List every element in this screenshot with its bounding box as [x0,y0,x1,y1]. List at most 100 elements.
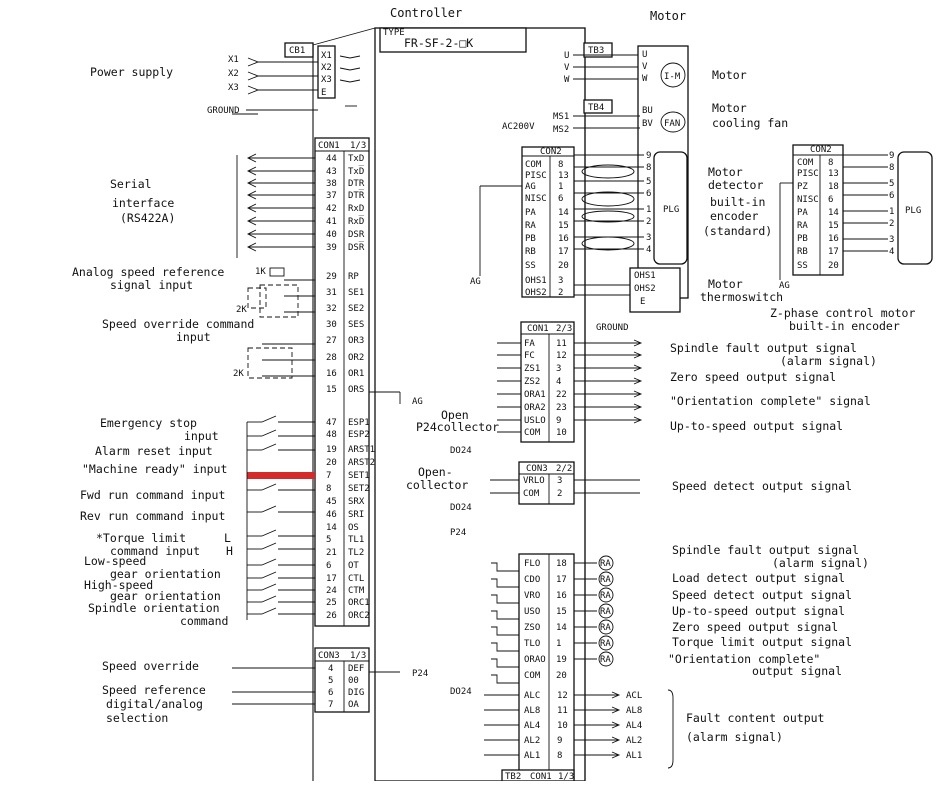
con2r-num: 14 [828,208,839,218]
relay-supply-wire [491,658,519,668]
switch-contact [261,607,277,615]
plg-right-pin: 4 [889,247,894,257]
con2r-num: 8 [828,158,833,168]
relay-supply-wire [491,562,519,572]
relay-sig-4: Up-to-speed output signal [672,604,845,618]
con1-pin-num: 46 [326,510,337,520]
con2-sig: PISC [525,171,547,181]
alarm-arrow [611,736,621,744]
con3-left-num: 7 [328,700,333,710]
power-x1: X1 [228,55,239,65]
con2r-num: 20 [828,261,839,271]
w-label: W [564,75,570,85]
con2r-num: 18 [828,182,839,192]
con1-pin-sig: OT [348,561,359,571]
output-arrow [633,364,643,372]
switch-contact [261,505,277,513]
con1-pin-sig: OR3 [348,336,364,346]
con3-22-sig: COM [523,489,540,499]
alarm-sig: AL1 [524,751,540,761]
con1-pin-sig: TxD [348,154,364,164]
bu-label: BU [642,106,653,116]
tb4-label: TB4 [588,103,604,113]
con1-pin-sig: ARST2 [348,458,375,468]
con2-sig: OHS1 [525,276,547,286]
machine-ready-highlight [247,472,315,479]
motor-detector-labels: Motor detector built-in encoder (standar… [700,165,783,304]
con1-pin-num: 40 [326,230,337,240]
con2r-sig: COM [797,158,814,168]
relay-coil-label: RA [600,607,611,617]
con3-left-sig: DEF [348,664,364,674]
con1-23-sig: FA [524,339,535,349]
switch-contact [261,429,277,437]
con1-pin-num: 20 [326,458,337,468]
relay-coil [598,603,614,619]
c123-sig-4: Up-to-speed output signal [670,419,843,433]
relay-num: 20 [556,671,567,681]
spd-ref-label-3: selection [106,711,168,725]
switch-contact [261,415,277,423]
plg-pin: 3 [646,233,651,243]
con2-num: 17 [558,247,569,257]
con1-23-sig: USLO [524,416,546,426]
relay-num: 15 [556,607,567,617]
output-arrow [633,416,643,424]
fault-label-1: Fault content output [686,711,824,725]
bottom-page: 1/3 [558,772,574,781]
pot-1k: 1K [255,267,266,277]
con2-num: 15 [558,221,569,231]
con1-pin-num: 25 [326,598,337,608]
estop-label-2: input [184,429,219,443]
twisted-pair [581,191,635,207]
relay-sig: VRO [524,591,540,601]
pot-2k: 2K [236,305,247,315]
con1-pin-sig: RxD̅ [348,215,365,227]
alarm-arrow [611,706,621,714]
c123-sig-0: Spindle fault output signal [670,341,857,355]
pwr-out-e: E [321,88,326,98]
bottom-strip: TB2 CON1 1/3 [501,769,575,782]
con2-num: 8 [558,160,563,170]
ac200v-label: AC200V [502,122,535,132]
relay-num: 18 [556,559,567,569]
alarm-out-label: ACL [626,691,642,701]
relay-coil [598,555,614,571]
twisted-pair [581,210,635,223]
con1-pin-num: 5 [326,535,331,545]
relay-coil [598,619,614,635]
con2-num: 1 [558,182,563,192]
md-label-1: Motor [708,165,743,179]
plg-pin: 2 [646,217,651,227]
relay-coil [598,635,614,651]
motor-header: Motor [650,9,686,23]
con1-pin-sig: CTL [348,574,364,584]
serial-arrow [246,178,257,188]
serial-arrow [246,153,257,163]
alarm-num: 8 [557,751,562,761]
relay-coil [598,587,614,603]
torque-l: L [224,531,231,545]
con3-22-num: 2 [557,489,562,499]
override-label-2: input [176,330,211,344]
relay-coil-label: RA [600,655,611,665]
relay-sig: CDO [524,575,540,585]
spindle-label-2: command [180,614,228,628]
con1-23-num: 12 [556,351,567,361]
plg-right-pin: 1 [889,207,894,217]
alarm-out-label: AL1 [626,751,642,761]
con1-pin-sig: OR2 [348,353,364,363]
con1-23-title: CON1 [527,324,549,334]
con1-page: 1/3 [350,141,366,151]
con2r-sig: RA [797,221,808,231]
con1-pin-num: 15 [326,385,337,395]
plg-right-pin: 3 [889,235,894,245]
con2-sig: OHS2 [525,288,547,298]
analog-label-1: Analog speed reference [72,265,224,279]
con2r-sig: PA [797,208,808,218]
con2-ground: GROUND [596,323,629,333]
fan-label-2: cooling fan [712,116,788,130]
con2-sig: PA [525,208,536,218]
con3-22-title: CON3 [526,464,548,474]
